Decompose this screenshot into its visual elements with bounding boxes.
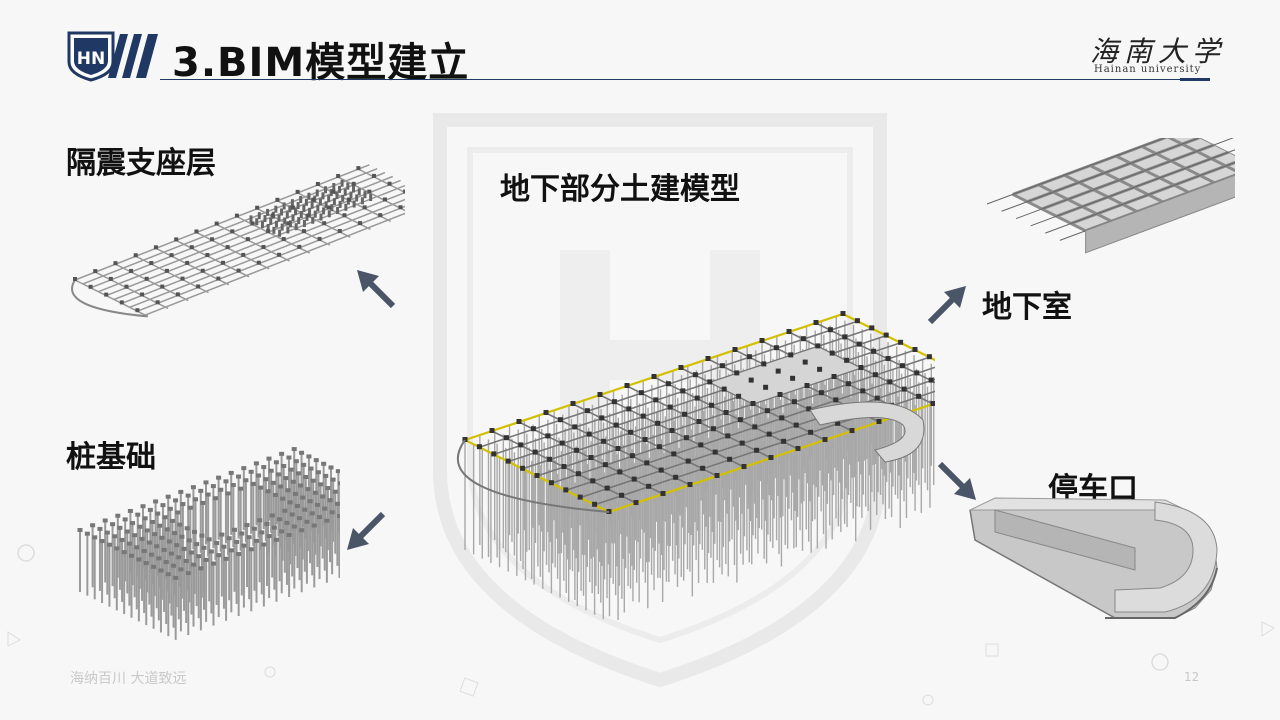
arrow-icon [937,461,976,500]
footer-motto: 海纳百川 大道致远 [70,671,187,687]
title-underline [160,79,1210,80]
basement-model [986,138,1235,254]
label-isolation-layer: 隔震支座层 [66,146,216,181]
university-name-en: Hainan university [1094,64,1202,75]
pile-foundation-model [77,447,340,640]
title-underline-accent [1180,78,1210,81]
label-underground-model: 地下部分土建模型 [500,172,740,207]
label-pile-foundation: 桩基础 [66,440,156,475]
title-slash-decoration [108,34,158,78]
arrow-icon [927,286,966,325]
underground-civil-model [456,311,935,620]
isolation-layer-model [71,164,405,318]
page-title: 3.BIM模型建立 [172,40,470,86]
logo-text: HN [77,49,105,69]
university-name-cn: 海南大学 [1090,35,1227,68]
parking-ramp-model [969,497,1218,619]
arrow-icon [357,270,396,309]
label-basement: 地下室 [982,290,1072,325]
arrow-icon [347,511,386,550]
page-number: 12 [1184,670,1200,684]
